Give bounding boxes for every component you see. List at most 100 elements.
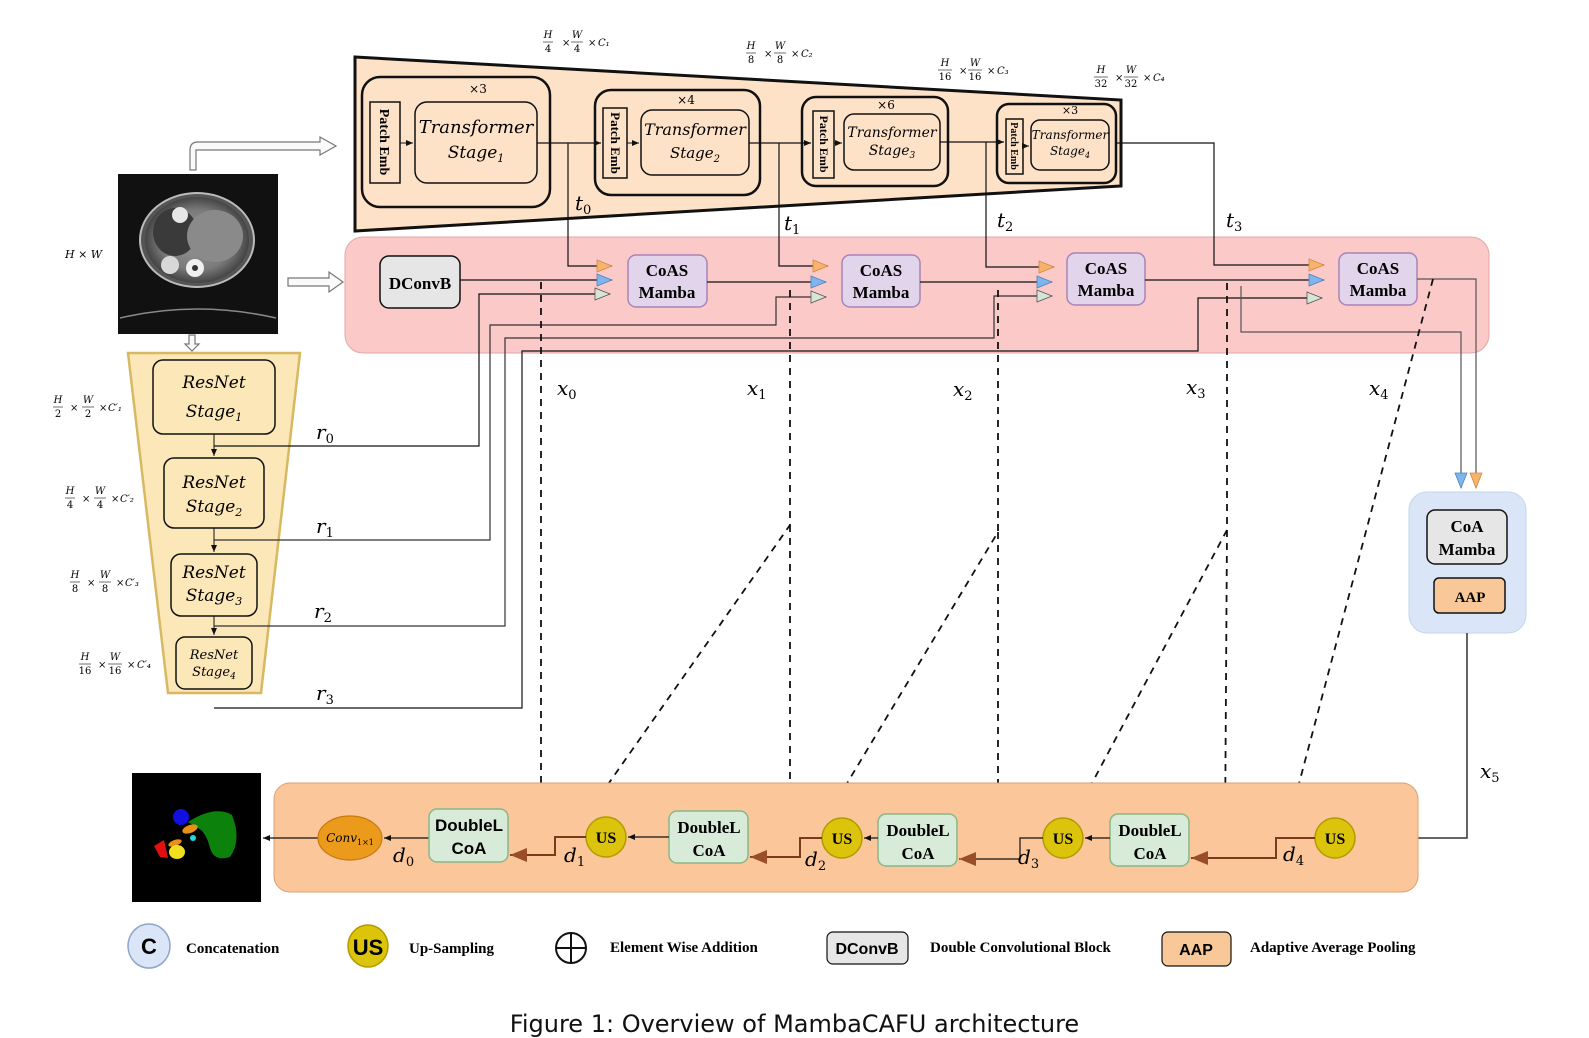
dim-label-r1: H 2 × W 2 × C′₁ [53,395,122,420]
svg-text:x4: x4 [1369,376,1389,403]
legend-item-addition: Element Wise Addition [555,932,758,964]
transformer-encoder: ×3 Patch Emb Transformer Stage1 ×4 Patch… [353,55,1123,233]
patch-emb-label: Patch Emb [376,109,391,176]
dim-label-r3: H 8 × W 8 × C′₃ [70,570,139,595]
svg-text:32: 32 [1095,79,1108,90]
svg-text:r0: r0 [316,420,334,447]
svg-text:r1: r1 [316,514,334,541]
svg-text:x3: x3 [1186,375,1206,402]
svg-text:4: 4 [97,500,103,511]
svg-text:Double Convolutional Block: Double Convolutional Block [930,940,1112,956]
transformer-label: Transformer [1032,128,1110,142]
svg-text:US: US [1053,831,1074,848]
upsampling-icon [347,924,389,968]
us-node-4: US [1314,817,1356,859]
svg-text:CoA: CoA [1450,517,1484,536]
svg-text:8: 8 [777,55,783,66]
stage-label: Stage3 [869,143,916,161]
svg-text:Adaptive Average Pooling: Adaptive Average Pooling [1250,940,1416,956]
stage-label: Stage4 [1050,144,1090,160]
bottleneck-inputs [1240,278,1483,490]
svg-text:W: W [572,30,583,41]
svg-text:×: × [764,49,772,60]
dim-label-t4: H 32 × W 32 × C₄ [1094,65,1165,90]
svg-text:H: H [80,652,90,663]
us-node-1: US [585,816,627,858]
repeat-label: ×3 [1062,104,1078,117]
input-size-label: H × W [64,248,104,261]
svg-text:Concatenation: Concatenation [186,941,280,957]
svg-text:t2: t2 [997,208,1013,235]
svg-text:CoAS: CoAS [860,261,903,280]
svg-text:CoA: CoA [692,841,726,860]
svg-text:AAP: AAP [1455,590,1486,606]
svg-text:x5: x5 [1480,759,1500,786]
resnet-stage-1: ResNet Stage1 [152,359,276,435]
svg-text:Element Wise Addition: Element Wise Addition [610,940,758,956]
svg-text:×: × [127,660,135,671]
svg-text:CoA: CoA [901,844,935,863]
svg-text:Conv1×1: Conv1×1 [326,831,374,847]
svg-text:H: H [53,395,63,406]
svg-text:×: × [98,660,106,671]
decoder-labels: d0 d1 d2 d3 d4 [393,842,1304,874]
figure-caption: Figure 1: Overview of MambaCAFU architec… [509,1010,1080,1038]
input-ct-image [118,174,278,334]
svg-text:d4: d4 [1283,842,1304,869]
svg-text:x0: x0 [557,376,577,403]
svg-text:DoubleL: DoubleL [886,821,949,840]
dconvb-block: DConvB [379,255,461,309]
svg-text:DConvB: DConvB [835,941,898,958]
aap-icon [1161,931,1232,967]
resnet-encoder: ResNet Stage1 ResNet Stage2 ResNet Stage… [126,351,302,695]
hollow-arrow-to-resnet [183,334,201,352]
transformer-output-labels: t0 t1 t2 t3 [575,191,1242,238]
input-hollow-arrows [183,135,345,352]
upsampling-nodes: US US US US [585,816,1356,859]
svg-text:AAP: AAP [1179,942,1213,959]
svg-text:d1: d1 [564,843,585,870]
svg-text:H: H [940,58,950,69]
svg-text:16: 16 [939,72,952,83]
svg-text:Mamba: Mamba [1350,281,1407,300]
svg-text:×: × [1115,73,1123,84]
svg-text:×: × [959,66,967,77]
bottleneck: CoA Mamba AAP [1408,491,1527,634]
transformer-stage-2: ×4 Patch Emb Transformer Stage2 [593,88,762,197]
svg-text:W: W [95,486,106,497]
coas-mamba-2: CoAS Mamba [841,254,921,308]
patch-emb-label: Patch Emb [1008,122,1019,170]
transformer-label: Transformer [847,125,937,141]
svg-text:2: 2 [55,409,61,420]
svg-text:W: W [110,652,121,663]
svg-text:×: × [116,578,124,589]
svg-text:W: W [83,395,94,406]
svg-text:Mamba: Mamba [853,283,910,302]
svg-text:r3: r3 [316,681,334,708]
svg-text:32: 32 [1125,79,1138,90]
svg-text:8: 8 [102,584,108,595]
svg-text:US: US [596,830,617,847]
svg-text:×: × [82,494,90,505]
transformer-label: Transformer [419,117,535,138]
conv1x1-block: Conv1×1 [317,815,383,861]
transformer-stage-3: ×6 Patch Emb Transformer Stage3 [800,95,950,188]
transformer-stage-1: ×3 Patch Emb Transformer Stage1 [360,75,552,209]
doublel-coa-2: DoubleL CoA [668,810,749,864]
svg-text:16: 16 [969,72,982,83]
svg-text:US: US [832,831,853,848]
svg-text:C′₁: C′₁ [108,403,122,414]
svg-text:x1: x1 [747,376,767,403]
svg-text:CoA: CoA [452,839,487,858]
svg-text:ResNet: ResNet [181,563,246,583]
resnet-dim-labels: H 2 × W 2 × C′₁ H 4 × W 4 × C′₂ H 8 × W [53,395,151,677]
resnet-stage-3: ResNet Stage3 [170,553,258,617]
hollow-arrow-to-encoder [287,270,345,294]
svg-text:DoubleL: DoubleL [677,818,740,837]
coas-mamba-3: CoAS Mamba [1066,252,1146,306]
svg-text:d3: d3 [1018,845,1039,872]
patch-emb-block [812,110,835,179]
coas-mamba-4: CoAS Mamba [1338,252,1418,306]
svg-text:x2: x2 [953,377,973,404]
svg-text:×: × [1143,73,1151,84]
